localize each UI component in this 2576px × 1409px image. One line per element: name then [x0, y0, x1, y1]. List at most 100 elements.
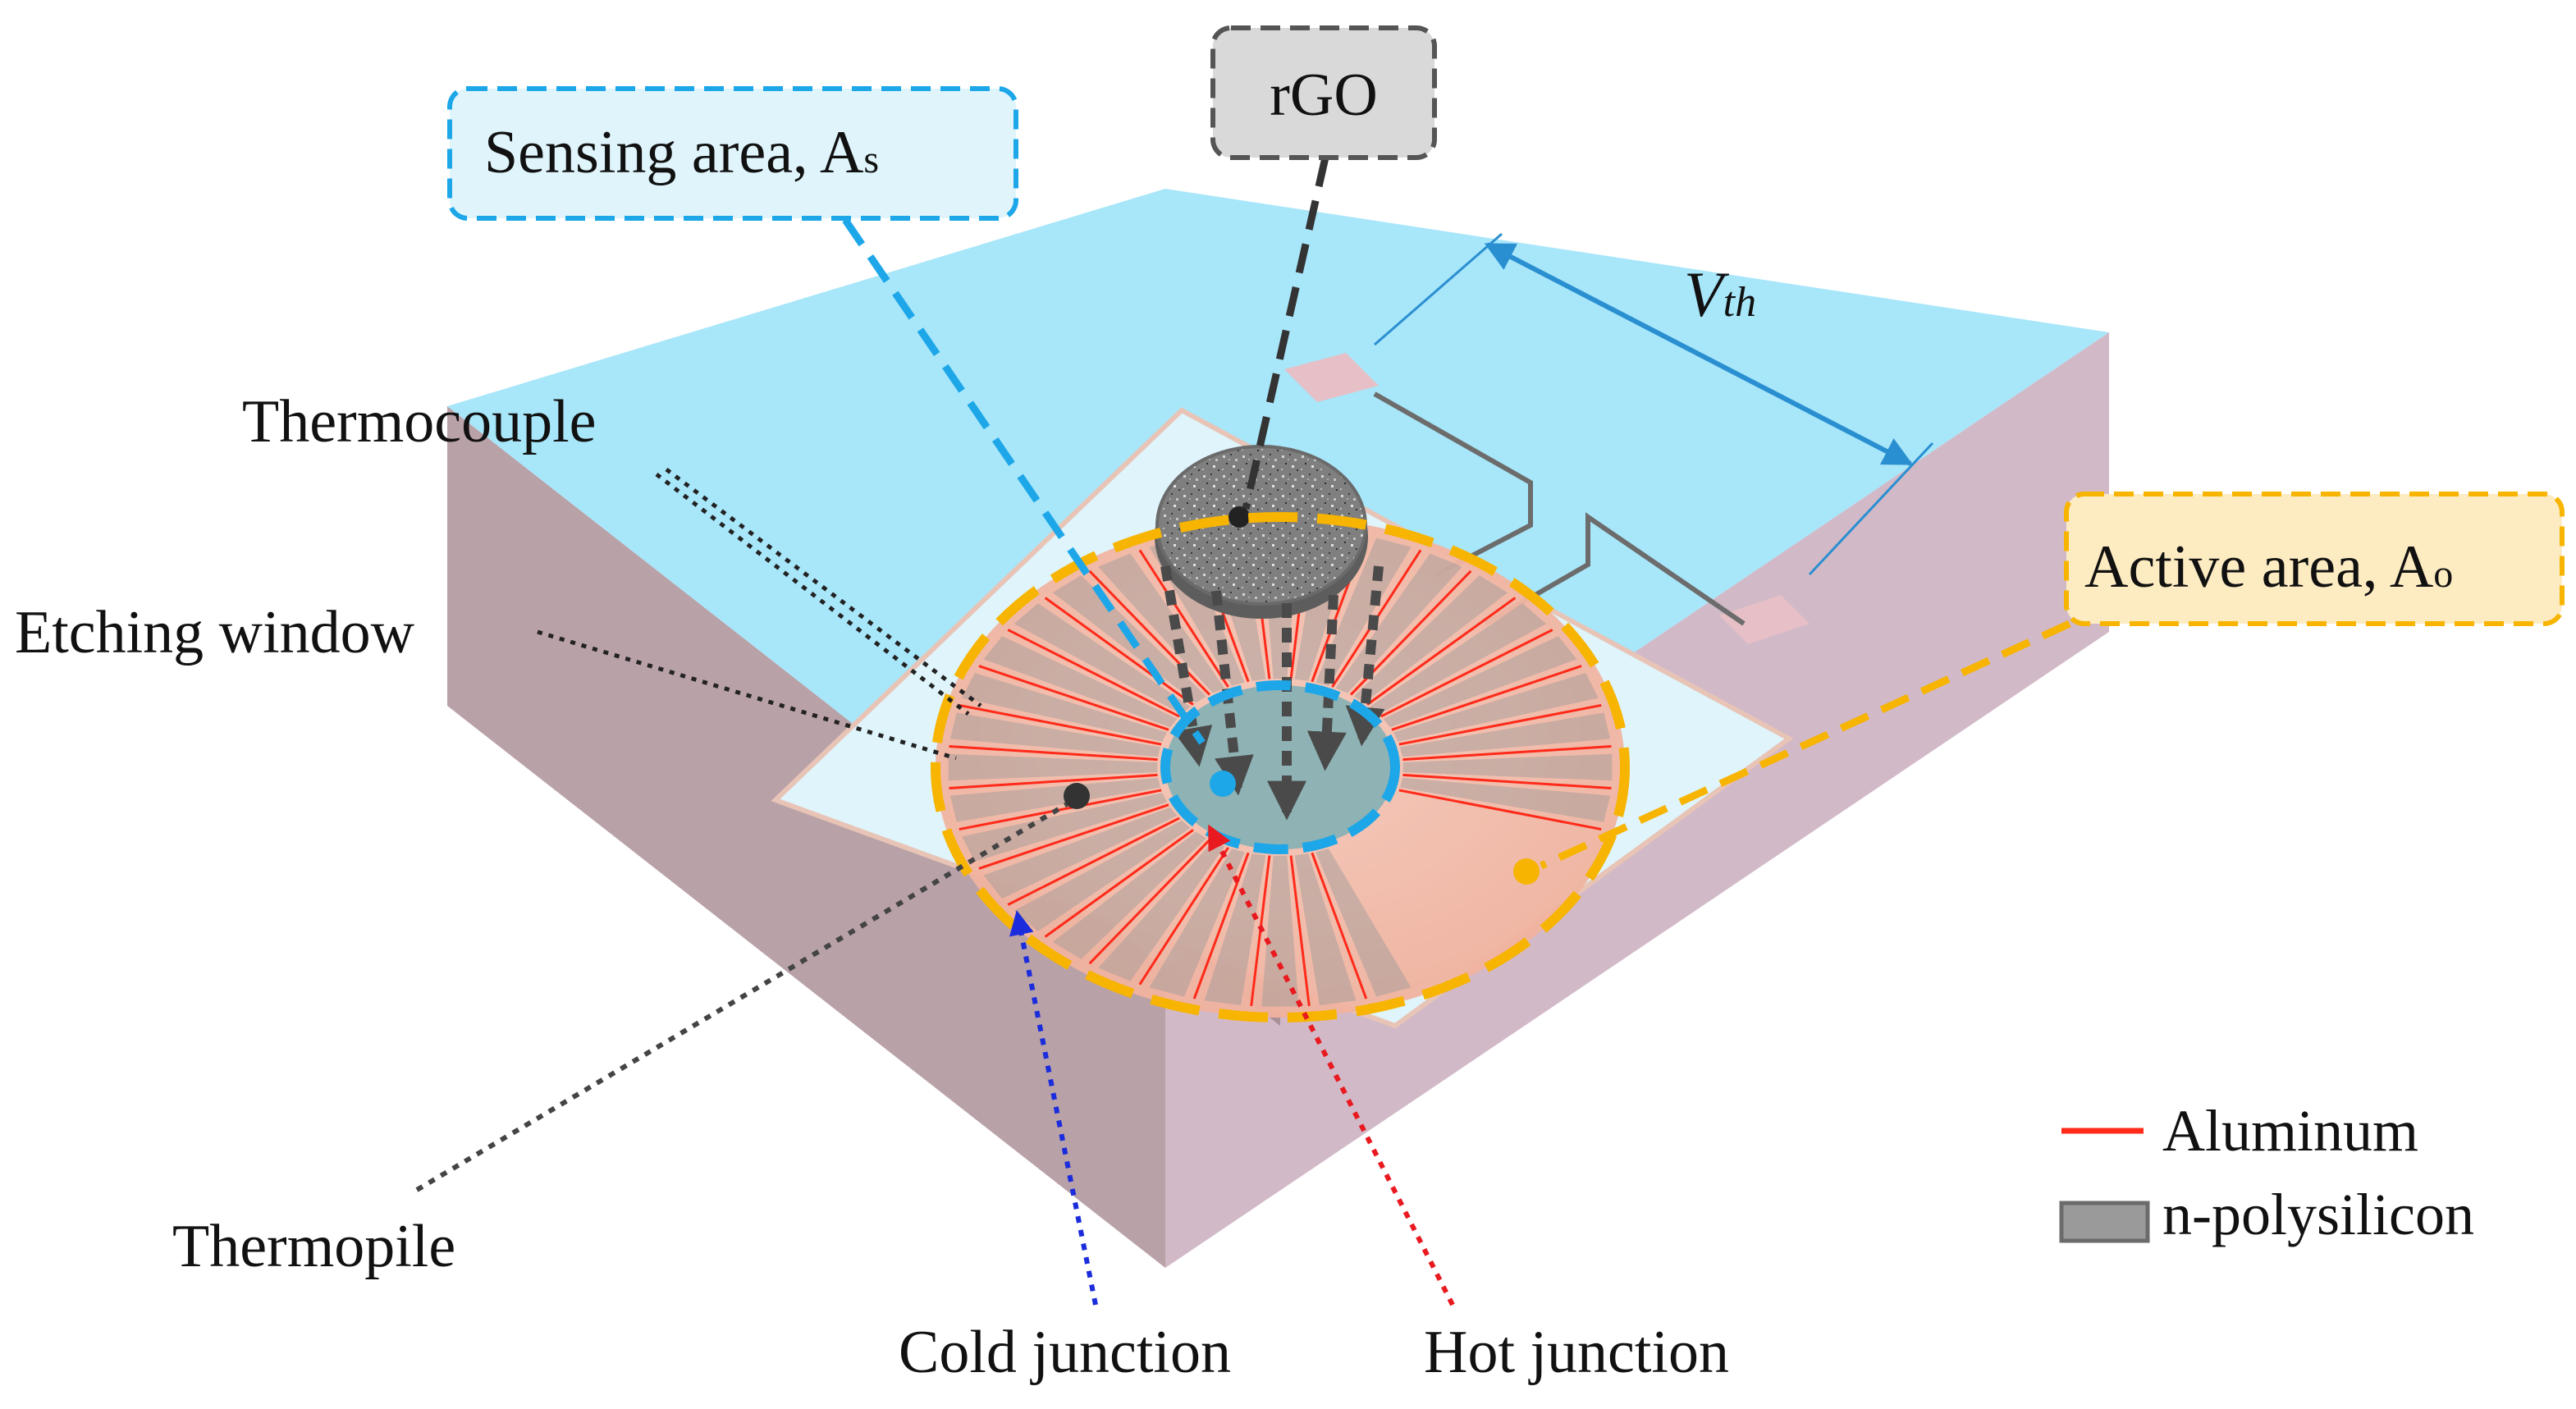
polysilicon-strip [1383, 636, 1577, 728]
legend-polysilicon-swatch [2059, 1201, 2150, 1243]
vth-tick-right [1808, 441, 1934, 576]
heat-arrow [1211, 590, 1254, 796]
legend-aluminum-label: Aluminum [2162, 1098, 2418, 1164]
aluminum-line [1380, 629, 1553, 718]
heat-flow-arrows [1160, 565, 1385, 821]
legend-polysilicon-label: n-polysilicon [2162, 1182, 2474, 1247]
sensing-area-dot [1210, 771, 1236, 797]
aluminum-line [1398, 703, 1602, 746]
hot-junction-label: Hot junction [1424, 1319, 1729, 1386]
vth-indicator: Vth [1374, 232, 1934, 576]
aluminum-line [1138, 549, 1229, 688]
aluminum-line [1402, 773, 1612, 789]
sensing-area-callout: Sensing area, As [447, 86, 1018, 221]
thermocouple-leader-2 [665, 468, 982, 707]
aluminum-line [949, 773, 1158, 789]
aluminum-line [1402, 745, 1612, 762]
thermopile-leader [415, 802, 1068, 1192]
contact-pad-top [1284, 353, 1379, 402]
polysilicon-strip [949, 777, 1160, 822]
label-leaders [415, 468, 1455, 1306]
polysilicon-strip [1149, 849, 1245, 997]
heat-arrow [1160, 565, 1213, 767]
polysilicon-strip [983, 636, 1178, 728]
wire-top [1373, 391, 1533, 577]
rgo-layer [1155, 445, 1368, 619]
active-area-border [931, 512, 1630, 1022]
polysilicon-strip [962, 672, 1168, 742]
aluminum-line [1138, 847, 1229, 986]
vth-tick-left [1374, 232, 1503, 346]
aluminum-line [959, 703, 1162, 746]
aluminum-line [1391, 665, 1582, 731]
aluminum-line [959, 789, 1162, 831]
aluminum-line [1289, 855, 1311, 1007]
aluminum-line [1366, 597, 1517, 706]
aluminum-line [1044, 597, 1194, 706]
polysilicon-strip [1098, 841, 1225, 981]
active-area-box [2064, 492, 2565, 626]
polysilicon-strip [1013, 820, 1191, 931]
sensing-area-border [1160, 680, 1400, 854]
membrane-disc [936, 517, 1625, 1018]
polysilicon-strip [1098, 553, 1225, 693]
active-area-callout: Active area, Ao [2064, 492, 2565, 626]
etching-window-label: Etching window [15, 599, 415, 666]
legend: Aluminum n-polysilicon [2059, 1098, 2474, 1247]
polysilicon-strip [1402, 753, 1613, 781]
polysilicon-strip [1335, 553, 1462, 693]
polysilicon-strip [948, 753, 1158, 781]
rgo-box [1210, 25, 1437, 160]
etching-window-leader [537, 629, 957, 761]
polysilicon-strip [1400, 712, 1611, 757]
hot-junction-arrow [1208, 824, 1455, 1306]
heat-arrow [1306, 594, 1347, 771]
polysilicon-strip [1204, 853, 1266, 1005]
polysilicon-strip [1294, 853, 1357, 1005]
aluminum-line [949, 745, 1158, 762]
aluminum-line [1311, 852, 1368, 1000]
sensing-area-box [447, 86, 1018, 221]
cold-junction-arrow [1009, 910, 1098, 1306]
polysilicon-strip [962, 793, 1168, 862]
active-area-dot [1513, 858, 1540, 885]
polysilicon-strip [983, 807, 1178, 899]
aluminum-line [1007, 629, 1180, 718]
polysilicon-strip [1393, 672, 1599, 742]
aluminum-line [1007, 817, 1180, 906]
contact-pad-bottom [1719, 595, 1810, 644]
substrate-side-left [447, 406, 1165, 1268]
aluminum-line [1192, 852, 1250, 1000]
thermopile-label: Thermopile [172, 1213, 455, 1280]
polysilicon-strip [1370, 603, 1547, 715]
thermocouple-leader [655, 473, 970, 716]
aluminum-line [978, 803, 1169, 870]
polysilicon-strip [1261, 855, 1299, 1007]
active-area-leader [1540, 583, 2152, 870]
rgo-label: rGO [1270, 62, 1378, 129]
polysilicon-strip [1315, 538, 1412, 686]
sensing-area-leader [842, 217, 1206, 745]
polysilicon-strip [949, 712, 1160, 757]
heat-arrow [1345, 565, 1385, 747]
rgo-dot [1229, 506, 1250, 528]
polysilicon-strip [1315, 849, 1412, 997]
thermopile-dot [1064, 783, 1090, 809]
vth-label: Vth [1684, 258, 1756, 330]
aluminum-line [1088, 570, 1211, 696]
rgo-leader [1242, 157, 1329, 510]
aluminum-line [1398, 789, 1602, 831]
thermocouple-label: Thermocouple [242, 388, 597, 455]
polysilicon-strip [1052, 831, 1207, 959]
polysilicon-strip [1013, 603, 1191, 715]
active-area-label: Active area, Ao [2084, 533, 2453, 601]
aluminum-line [978, 665, 1169, 731]
polysilicon-strip [1400, 777, 1611, 822]
aluminum-line [1044, 829, 1194, 938]
cold-junction-label: Cold junction [899, 1319, 1231, 1386]
sensing-area-label: Sensing area, As [484, 119, 879, 186]
sensing-area-center [1165, 685, 1395, 849]
vth-arrow [1484, 242, 1914, 466]
polysilicon-strip [1353, 575, 1508, 703]
